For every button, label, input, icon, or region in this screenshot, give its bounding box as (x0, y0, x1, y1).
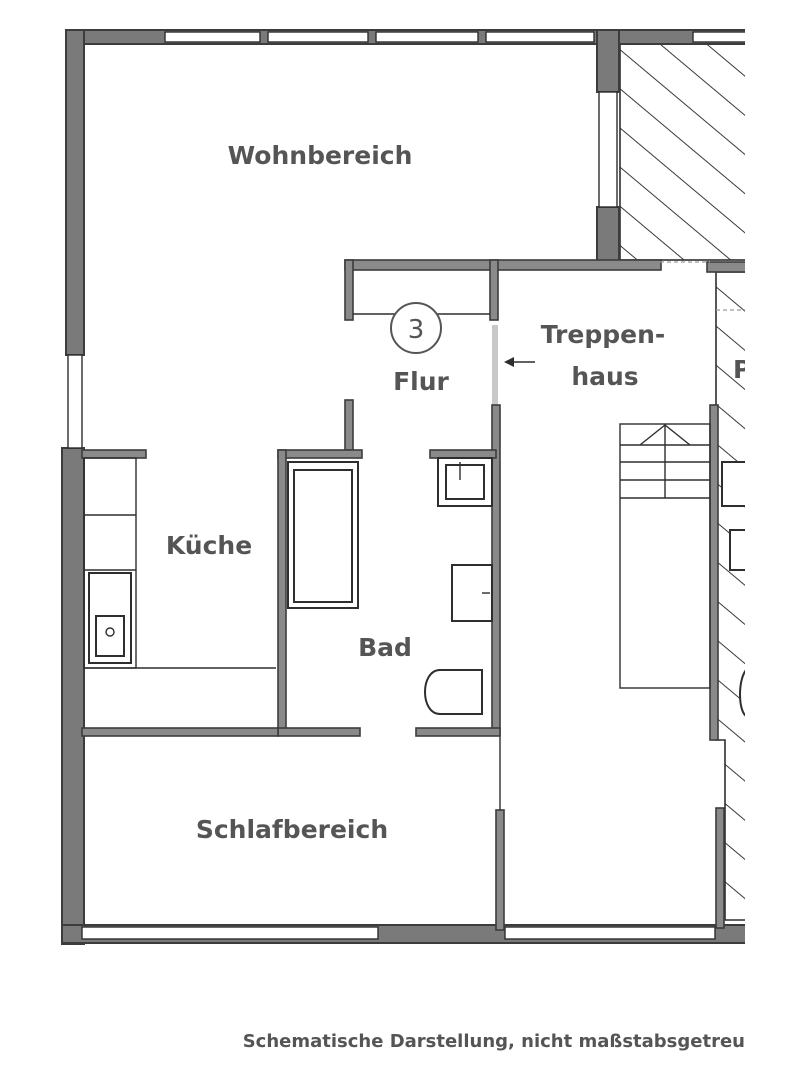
bathtub-inner (293, 469, 353, 603)
wall-west-upper (65, 29, 85, 356)
wall-kueche-top (81, 449, 147, 459)
label-treppenhaus-2: haus (571, 362, 638, 391)
window-notch (598, 91, 618, 208)
wall-west-lower (61, 447, 85, 945)
wall-bad-left (277, 449, 287, 731)
wall-bad-bottom-left (277, 727, 361, 737)
label-schlafbereich: Schlafbereich (196, 815, 388, 844)
wall-treppenhaus-lower (495, 809, 505, 931)
window-north-1 (164, 31, 261, 43)
shower-tray-inner (445, 464, 485, 500)
wall-flur-top (344, 259, 662, 271)
stair-arrow (639, 424, 691, 446)
disclaimer-caption: Schematische Darstellung, nicht maßstabs… (242, 1031, 745, 1052)
window-north-2 (267, 31, 369, 43)
window-north-4 (485, 31, 595, 43)
window-north-3 (375, 31, 479, 43)
wall-treppenhaus-right-top (706, 261, 745, 273)
label-partial-p: P (733, 355, 751, 384)
arrow-head (504, 357, 514, 367)
label-flur: Flur (393, 367, 449, 396)
wall-bad-bottom-right (415, 727, 501, 737)
window-south-1 (81, 926, 379, 940)
label-bad: Bad (358, 633, 412, 662)
wall-flur-right-stub (489, 259, 499, 321)
window-north-5 (692, 31, 745, 43)
label-wohnbereich: Wohnbereich (228, 141, 413, 170)
window-west (67, 354, 83, 449)
wall-bad-top-right (429, 449, 497, 459)
kitchen-tap (105, 627, 115, 637)
neighbour-fixture-3 (739, 669, 745, 717)
wall-notch-right (596, 29, 620, 93)
apartment-number: 3 (408, 315, 425, 345)
label-kueche: Küche (166, 531, 252, 560)
wall-flur-stub (344, 399, 354, 451)
neighbour-fixture-1 (721, 461, 745, 507)
neighbour-fixture-2 (729, 529, 745, 571)
window-south-2 (504, 926, 716, 940)
wall-flur-left-stub (344, 259, 354, 321)
label-treppenhaus-1: Treppen- (541, 320, 666, 349)
wall-treppenhaus-right-bottom (715, 807, 725, 929)
wall-kueche-bottom (81, 727, 279, 737)
wall-treppenhaus-right (709, 404, 719, 741)
hatched-area-top-right (619, 41, 745, 261)
wall-bad-top-left (277, 449, 363, 459)
wall-notch-right-lower (596, 206, 620, 264)
toilet (424, 669, 483, 715)
apartment-number-circle (390, 302, 442, 354)
sliding-door (492, 325, 498, 405)
